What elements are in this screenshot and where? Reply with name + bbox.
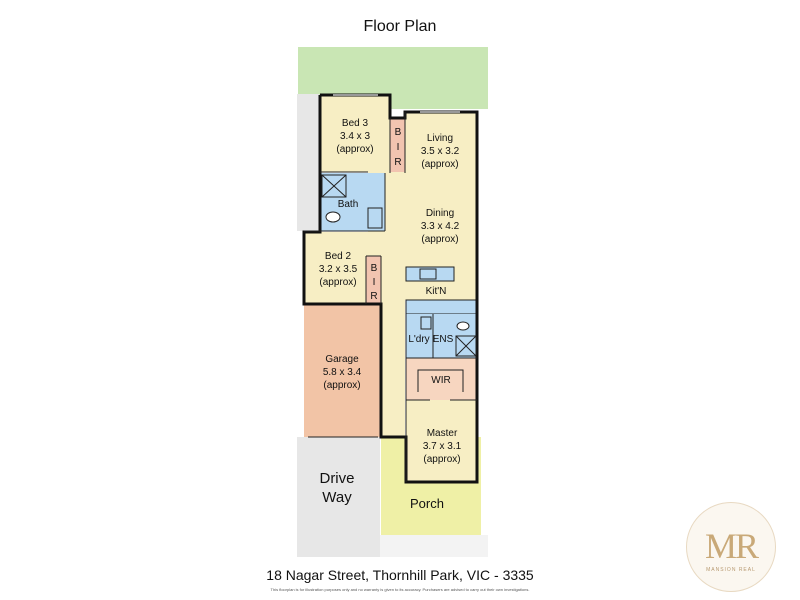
bed3-size: 3.4 x 3 [340,131,370,142]
driveway-area [297,437,380,557]
logo-subtext: MANSION REAL [706,567,756,573]
shower-x2 [321,174,347,198]
room-laundry [406,314,433,358]
bir-bottom-b: B [371,263,378,274]
porch-master-overlap [406,437,477,482]
ensuite-name: ENS [433,334,454,345]
room-bir-bottom [366,256,381,304]
bed2-size: 3.2 x 3.5 [319,264,358,275]
kitchen-name: Kit'N [426,286,447,297]
logo-mark: MR [704,526,759,566]
dining-note: (approx) [421,234,458,245]
bir-top-i: I [397,142,400,153]
kitchen-bench [405,266,455,282]
kitchen-sink [419,268,437,280]
shower [321,174,347,198]
driveway-line2: Way [322,489,352,506]
disclaimer: This floorplan is for illustration purpo… [270,587,530,592]
ens-shower [455,335,477,357]
bed2-name: Bed 2 [325,251,352,262]
kitchen-bench-2 [405,299,477,315]
bir-bottom-r: R [370,291,377,302]
bath-vanity [367,207,383,229]
porch-name: Porch [410,496,444,511]
room-garage [304,304,381,437]
bed3-note: (approx) [336,144,373,155]
ens-toilet-icon [456,321,470,331]
wir-name: WIR [431,375,450,386]
front-path [380,535,488,557]
bir-top-r: R [394,157,401,168]
living-size: 3.5 x 3.2 [421,146,460,157]
master-size: 3.7 x 3.1 [423,441,462,452]
dining-size: 3.3 x 4.2 [421,221,460,232]
laundry-tub [420,316,432,330]
master-name: Master [427,428,458,439]
bir-bottom-i: I [373,277,376,288]
room-living [405,112,477,265]
garage-name: Garage [325,354,359,365]
side-path [297,94,319,231]
property-address: 18 Nagar Street, Thornhill Park, VIC - 3… [266,567,534,583]
bed3-name: Bed 3 [342,118,369,129]
bir-top-b: B [395,127,402,138]
ens-shower-x2 [455,335,477,357]
room-bed3 [320,95,390,172]
bed2-note: (approx) [319,277,356,288]
living-note: (approx) [421,159,458,170]
master-note: (approx) [423,454,460,465]
bath-name: Bath [338,199,359,210]
agency-logo: MR MANSION REAL [686,502,776,592]
garage-note: (approx) [323,380,360,391]
dining-name: Dining [426,208,454,219]
room-bir-top [390,118,405,173]
wir-shelving [417,369,464,392]
garage-size: 5.8 x 3.4 [323,367,362,378]
living-name: Living [427,133,453,144]
toilet-icon [325,211,341,223]
driveway-line1: Drive [319,470,354,487]
page-title: Floor Plan [363,18,437,35]
laundry-name: L'dry [408,334,429,345]
